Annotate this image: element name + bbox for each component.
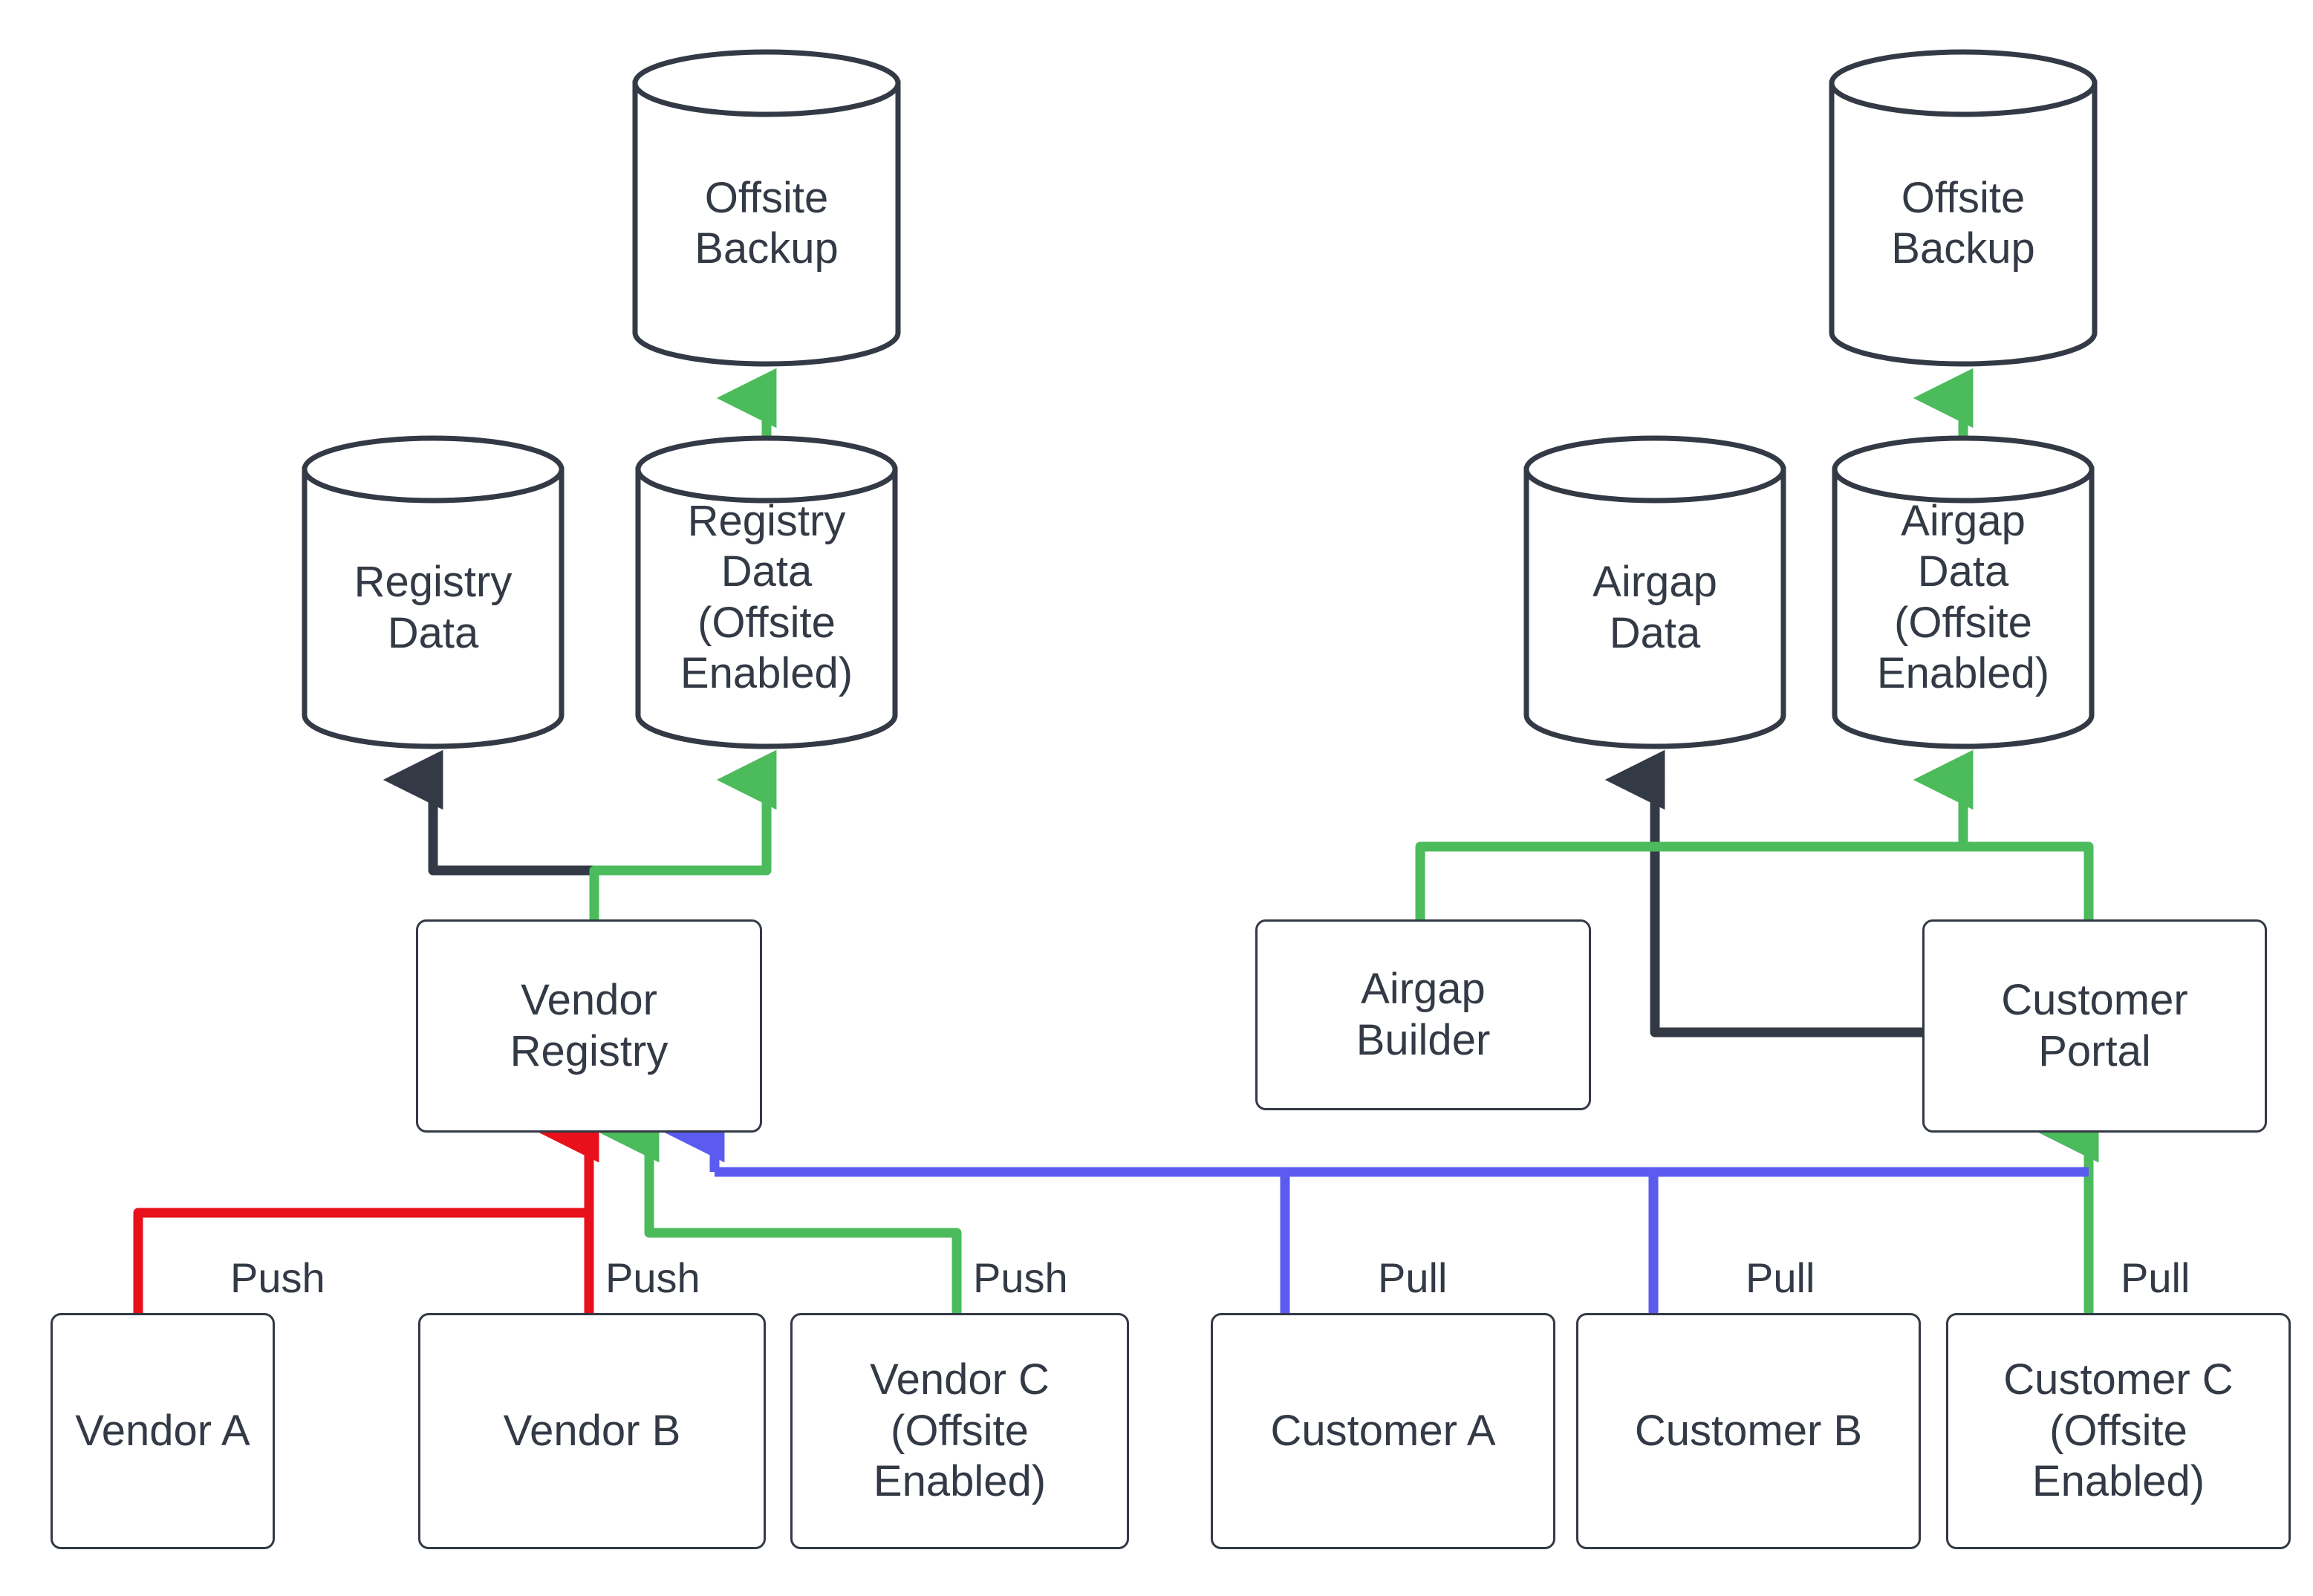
node-vendor-b[interactable]: Vendor B (418, 1313, 766, 1549)
edge-customerportal-to-airgapdataoffsite (1958, 780, 2094, 919)
node-customer-a[interactable]: Customer A (1211, 1313, 1555, 1549)
node-customer-b[interactable]: Customer B (1576, 1313, 1921, 1549)
edge-customerportal-to-airgapdata (1604, 749, 1922, 1038)
edge-label-push-vendor-b: Push (605, 1254, 700, 1301)
edge-vendorregistry-to-registrydata (383, 749, 599, 919)
edge-label-push-vendor-c: Push (973, 1254, 1068, 1301)
edge-label-push-vendor-a: Push (230, 1254, 325, 1301)
node-vendor-a[interactable]: Vendor A (51, 1313, 275, 1549)
edge-vendora-to-vendorregistry (133, 1102, 599, 1313)
edge-airgapbuilder-to-airgapdataoffsite (1415, 749, 1974, 919)
edge-label-pull-customer-a: Pull (1378, 1254, 1448, 1301)
edge-label-pull-customer-c: Pull (2121, 1254, 2190, 1301)
edge-label-pull-customer-b: Pull (1746, 1254, 1815, 1301)
edge-vendorregistry-to-registrydataoffsite (589, 749, 777, 919)
edge-customerb-to-customerportal (1648, 1102, 2099, 1313)
